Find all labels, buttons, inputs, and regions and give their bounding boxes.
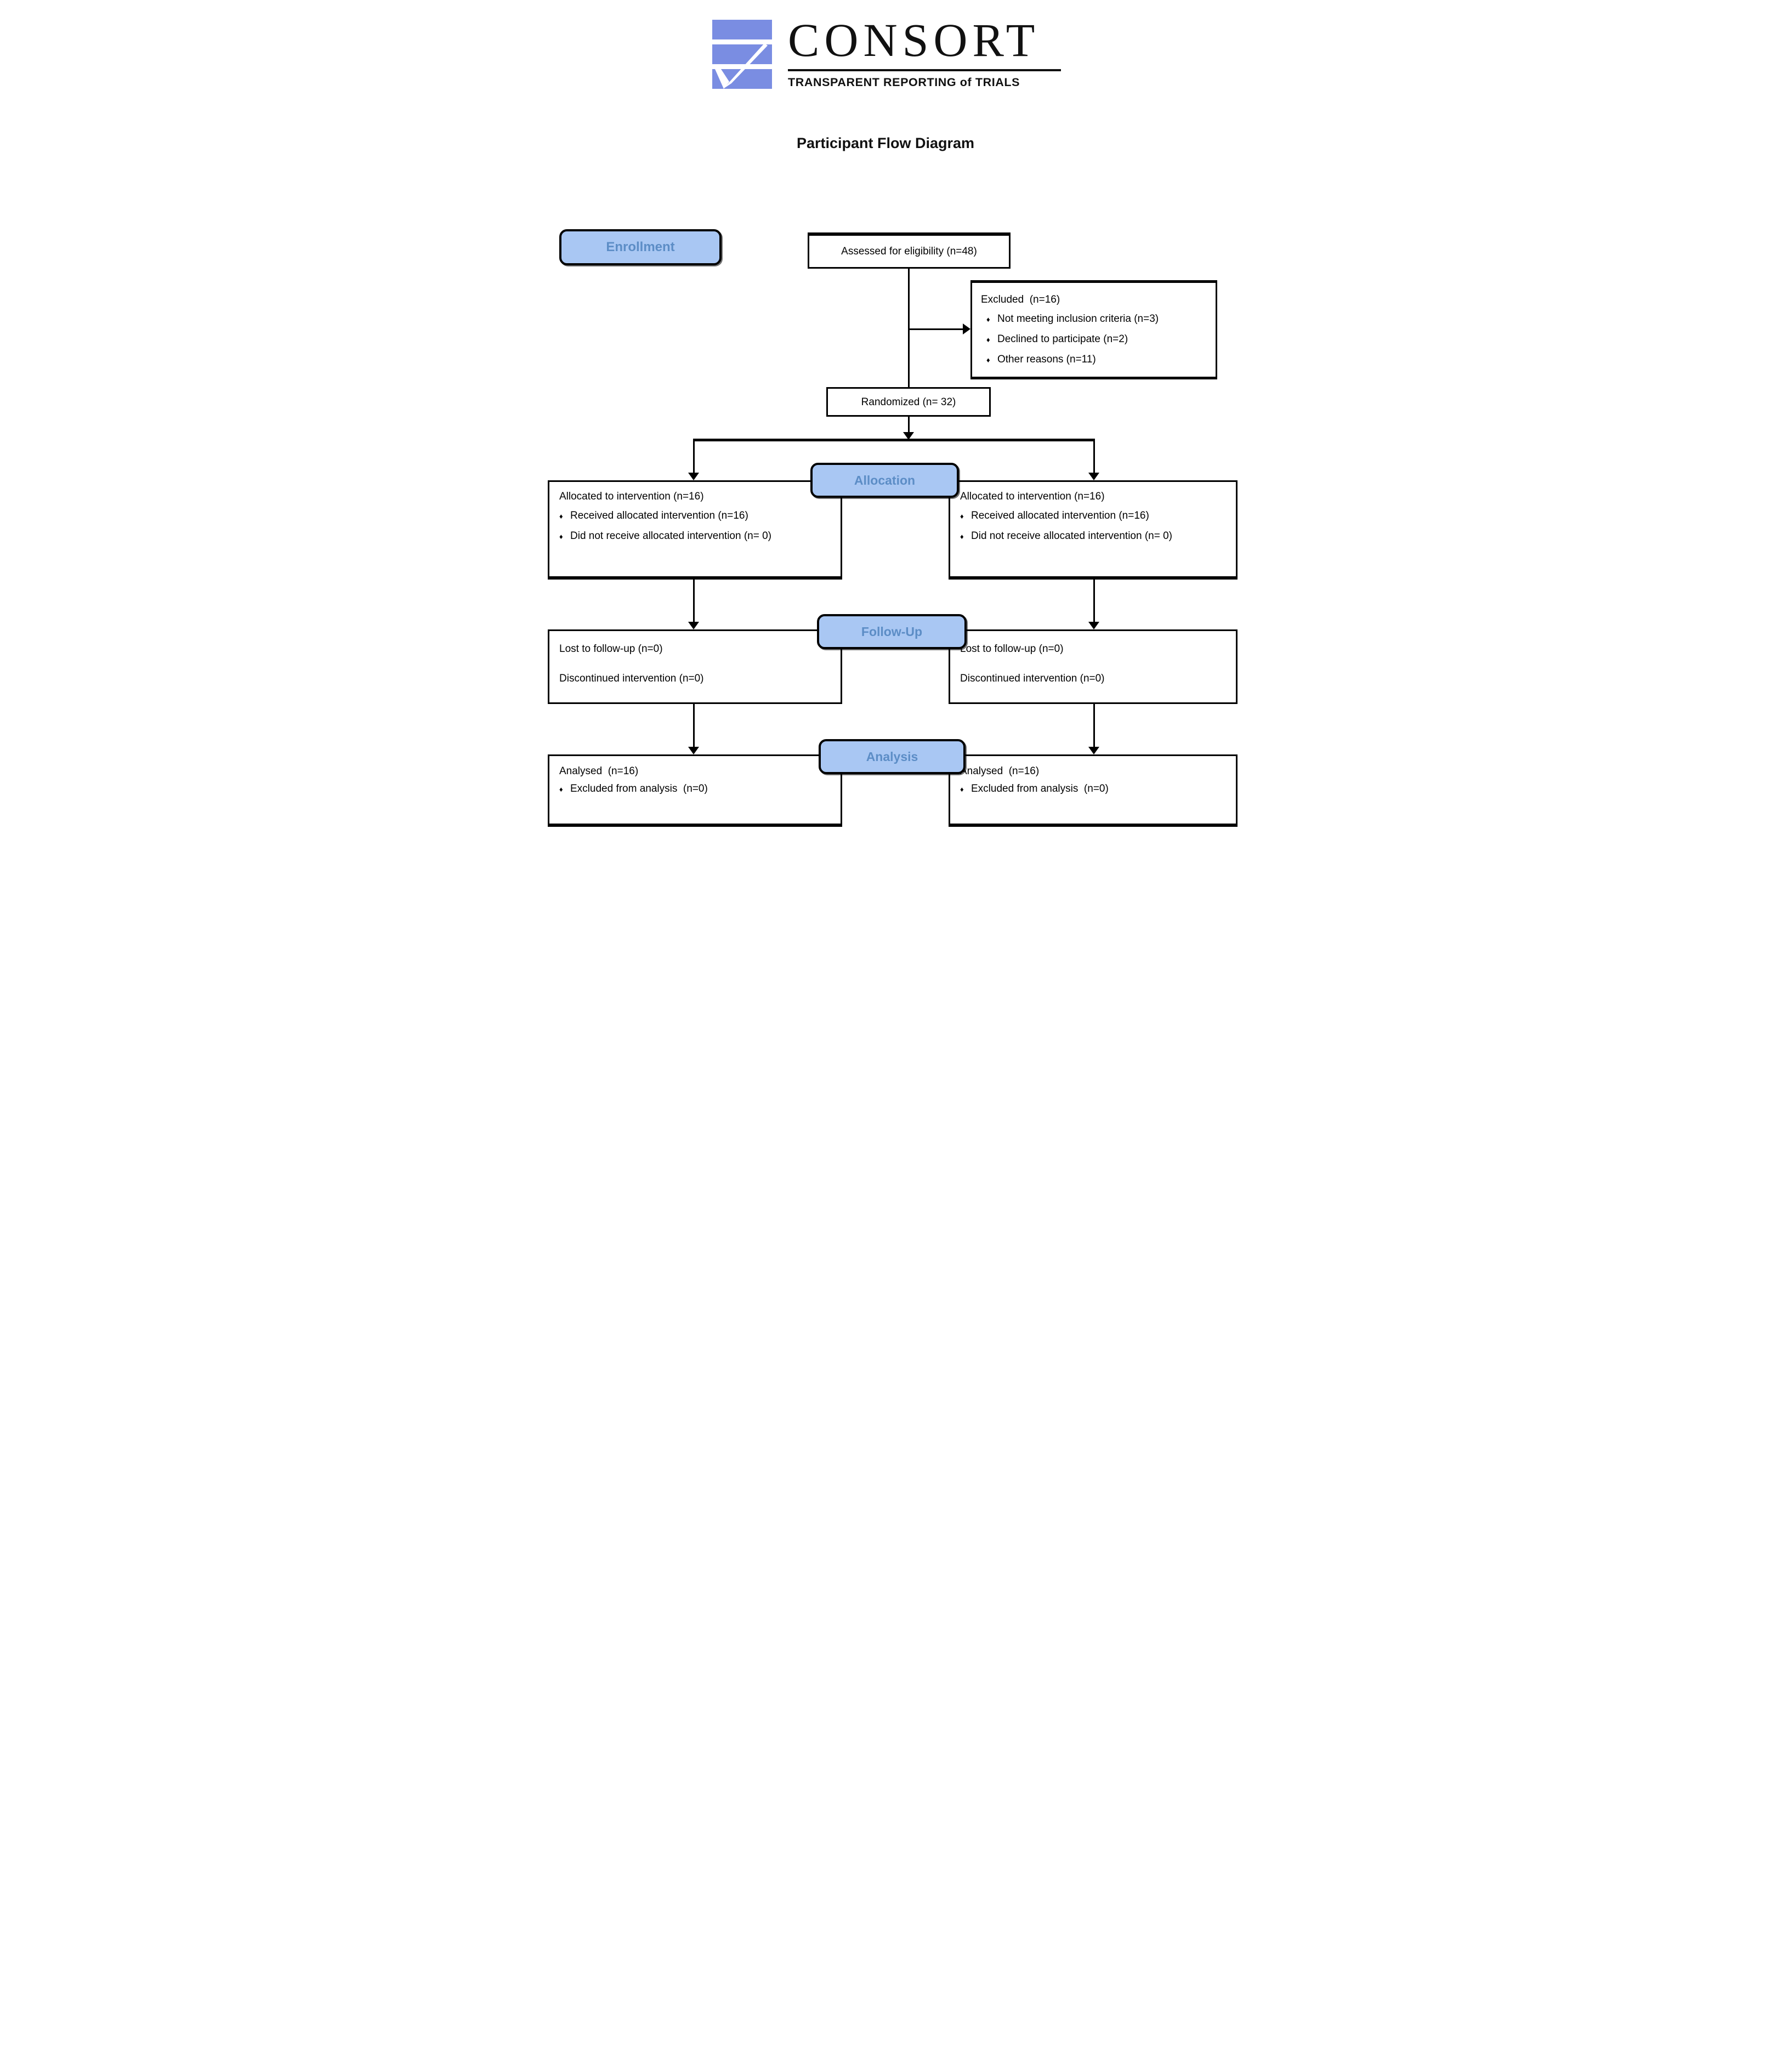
connector-to-excluded [908,328,963,330]
diamond-bullet-icon: ♦ [960,512,964,520]
arrowhead-excluded-icon [963,323,970,334]
stage-label-analysis: Analysis [819,739,966,774]
consort-flow-diagram: CONSORT TRANSPARENT REPORTING of TRIALS … [531,0,1240,829]
connector-alloc-to-followup-right [1093,580,1095,623]
analysis-left-heading: Analysed (n=16) [559,765,639,777]
followup-left-line: Discontinued intervention (n=0) [559,673,704,684]
analysis-right-bullet-item: ♦ Excluded from analysis (n=0) [960,781,1230,797]
diamond-bullet-icon: ♦ [986,336,990,344]
arrowhead-followup-left-icon [688,622,699,629]
diamond-bullet-icon: ♦ [986,356,990,364]
consort-logo-icon [712,20,772,89]
stage-label-enrollment: Enrollment [559,229,722,265]
allocation-right-bullet-item: ♦ Received allocated intervention (n=16) [960,508,1230,524]
arrowhead-alloc-left-icon [688,473,699,480]
excluded-bullet-text: Declined to participate (n=2) [997,333,1128,345]
diamond-bullet-icon: ♦ [960,532,964,541]
assessed-text: Assessed for eligibility (n=48) [841,246,977,257]
analysis-right-box: Analysed (n=16) ♦ Excluded from analysis… [949,754,1238,827]
excluded-heading: Excluded (n=16) [981,294,1060,305]
connector-followup-to-analysis-left [693,704,695,748]
arrowhead-analysis-left-icon [688,747,699,754]
diamond-bullet-icon: ♦ [960,785,964,793]
connector-alloc-to-followup-left [693,580,695,623]
logo-underline [788,69,1061,71]
allocation-left-heading: Allocated to intervention (n=16) [559,491,704,502]
allocation-right-heading: Allocated to intervention (n=16) [960,491,1105,502]
analysis-right-bullet-text: Excluded from analysis (n=0) [971,783,1109,794]
allocation-right-box: Allocated to intervention (n=16) ♦ Recei… [949,480,1238,580]
randomized-text: Randomized (n= 32) [861,396,956,408]
stage-label-analysis-text: Analysis [866,749,918,764]
stage-label-enrollment-text: Enrollment [606,240,675,254]
diamond-bullet-icon: ♦ [559,512,563,520]
excluded-bullet-item: ♦ Not meeting inclusion criteria (n=3) [981,311,1210,327]
connector-randomized-to-split [908,417,910,433]
allocation-left-box: Allocated to intervention (n=16) ♦ Recei… [548,480,842,580]
analysis-left-bullet-text: Excluded from analysis (n=0) [570,783,708,794]
followup-right-box: Lost to follow-up (n=0) Discontinued int… [949,629,1238,704]
logo-subtitle: TRANSPARENT REPORTING of TRIALS [788,76,1020,89]
allocation-right-bullet-text: Received allocated intervention (n=16) [971,510,1149,521]
excluded-bullet-text: Not meeting inclusion criteria (n=3) [997,313,1159,325]
page-title: Participant Flow Diagram [796,135,975,151]
split-bar [693,439,1095,441]
connector-split-to-alloc-right [1093,441,1095,474]
allocation-left-bullet-item: ♦ Did not receive allocated intervention… [559,529,835,544]
arrowhead-followup-right-icon [1088,622,1099,629]
randomized-box: Randomized (n= 32) [826,387,991,417]
followup-left-box: Lost to follow-up (n=0) Discontinued int… [548,629,842,704]
connector-followup-to-analysis-right [1093,704,1095,748]
analysis-left-box: Analysed (n=16) ♦ Excluded from analysis… [548,754,842,827]
arrowhead-split-icon [903,432,914,440]
allocation-left-bullet-text: Did not receive allocated intervention (… [570,530,772,542]
diamond-bullet-icon: ♦ [559,785,563,793]
stage-label-allocation: Allocation [810,463,959,498]
connector-split-to-alloc-left [693,441,695,474]
allocation-right-bullet-item: ♦ Did not receive allocated intervention… [960,529,1230,544]
followup-right-line: Lost to follow-up (n=0) [960,643,1064,655]
analysis-left-bullet-item: ♦ Excluded from analysis (n=0) [559,781,835,797]
stage-label-followup-text: Follow-Up [861,624,923,639]
excluded-box: Excluded (n=16) ♦ Not meeting inclusion … [970,280,1217,379]
allocation-right-bullet-text: Did not receive allocated intervention (… [971,530,1173,542]
excluded-bullet-item: ♦ Other reasons (n=11) [981,352,1210,367]
excluded-bullet-item: ♦ Declined to participate (n=2) [981,332,1210,347]
stage-label-followup: Follow-Up [817,614,967,649]
arrowhead-alloc-right-icon [1088,473,1099,480]
stage-label-allocation-text: Allocation [854,473,916,487]
connector-assessed-to-randomized [908,269,910,387]
assessed-box: Assessed for eligibility (n=48) [808,232,1011,269]
allocation-left-bullet-item: ♦ Received allocated intervention (n=16) [559,508,835,524]
analysis-right-heading: Analysed (n=16) [960,765,1040,777]
arrowhead-analysis-right-icon [1088,747,1099,754]
allocation-left-bullet-text: Received allocated intervention (n=16) [570,510,748,521]
excluded-bullet-text: Other reasons (n=11) [997,354,1096,365]
consort-checkmark-icon [712,20,772,89]
diamond-bullet-icon: ♦ [986,315,990,323]
consort-wordmark: CONSORT [788,14,1040,66]
diamond-bullet-icon: ♦ [559,532,563,541]
followup-right-line: Discontinued intervention (n=0) [960,673,1105,684]
followup-left-line: Lost to follow-up (n=0) [559,643,663,655]
